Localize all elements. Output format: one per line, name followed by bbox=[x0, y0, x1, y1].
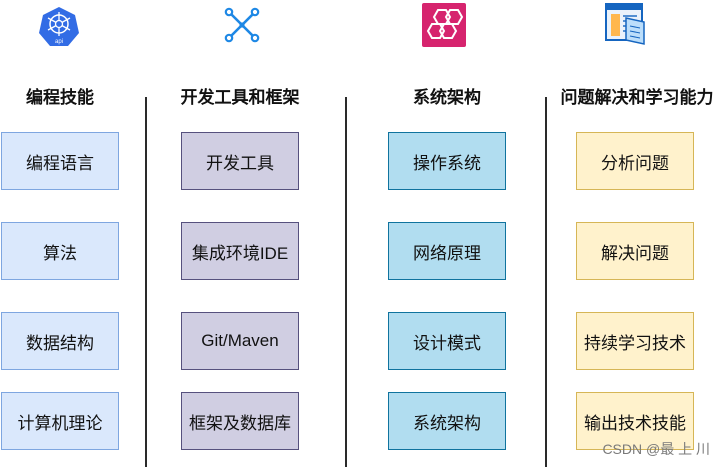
column-header-problem-solving: 问题解决和学习能力 bbox=[560, 88, 714, 107]
card-analyze-problems: 分析问题 bbox=[576, 132, 694, 190]
card-ide: 集成环境IDE bbox=[181, 222, 299, 280]
csdn-watermark: CSDN @最 上 川 bbox=[602, 441, 710, 457]
column-header-programming-skills: 编程技能 bbox=[26, 88, 94, 107]
card-networking: 网络原理 bbox=[388, 222, 506, 280]
crossed-tools-icon bbox=[220, 3, 264, 47]
icon-badge-text: api bbox=[55, 39, 63, 45]
column-header-system-architecture: 系统架构 bbox=[413, 88, 481, 107]
column-divider bbox=[145, 97, 147, 467]
card-programming-language: 编程语言 bbox=[1, 132, 119, 190]
window-document-icon bbox=[604, 2, 648, 46]
card-continuous-learning: 持续学习技术 bbox=[576, 312, 694, 370]
card-solve-problems: 解决问题 bbox=[576, 222, 694, 280]
card-system-architecture: 系统架构 bbox=[388, 392, 506, 450]
card-design-patterns: 设计模式 bbox=[388, 312, 506, 370]
card-operating-systems: 操作系统 bbox=[388, 132, 506, 190]
column-divider bbox=[545, 97, 547, 467]
column-divider bbox=[345, 97, 347, 467]
card-git-maven: Git/Maven bbox=[181, 312, 299, 370]
card-frameworks-databases: 框架及数据库 bbox=[181, 392, 299, 450]
card-output-tech-skills: 输出技术技能 bbox=[576, 392, 694, 450]
card-algorithms: 算法 bbox=[1, 222, 119, 280]
card-data-structures: 数据结构 bbox=[1, 312, 119, 370]
kubernetes-api-icon: api bbox=[37, 5, 81, 49]
column-header-tools-frameworks: 开发工具和框架 bbox=[180, 88, 300, 107]
card-computer-theory: 计算机理论 bbox=[1, 392, 119, 450]
hexagon-network-icon bbox=[422, 3, 466, 47]
card-dev-tools: 开发工具 bbox=[181, 132, 299, 190]
